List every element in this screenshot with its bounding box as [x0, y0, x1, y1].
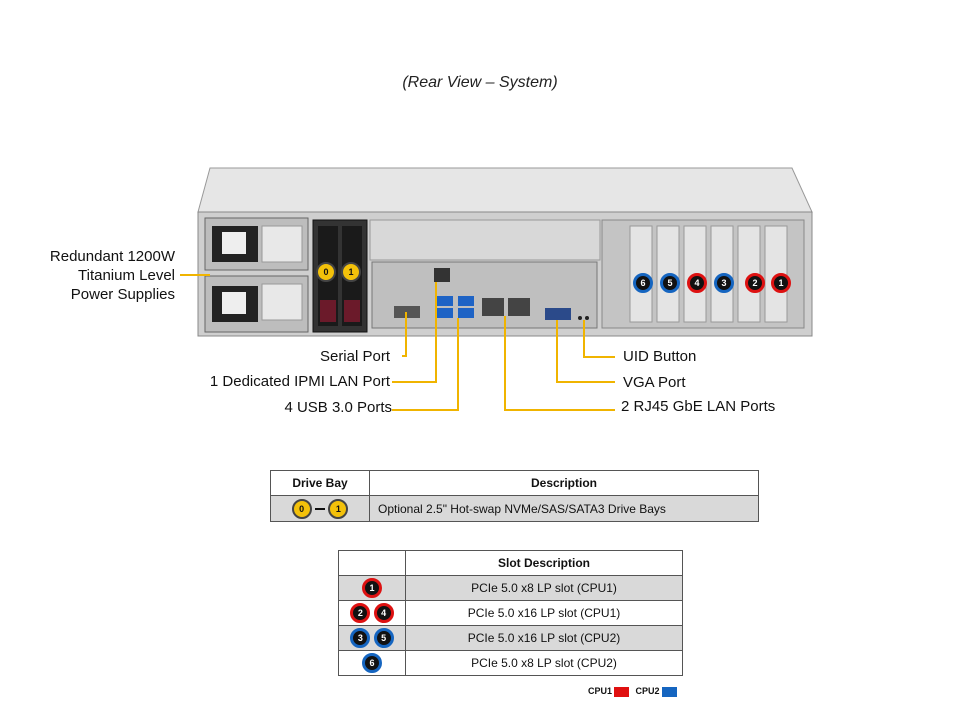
table-row: 3 5 PCIe 5.0 x16 LP slot (CPU2)	[338, 625, 683, 651]
legend-cpu2-swatch	[661, 686, 677, 697]
slot-badge-3: 3	[714, 273, 734, 293]
slot-badge-6: 6	[633, 273, 653, 293]
legend-cpu1-swatch	[614, 686, 630, 697]
slot-badge-1: 1	[771, 273, 791, 293]
slot-row-text: PCIe 5.0 x16 LP slot (CPU2)	[405, 625, 683, 651]
drive-bay-badge-1: 1	[341, 262, 361, 282]
view-caption: (Rear View – System)	[402, 74, 558, 91]
table-row: 6 PCIe 5.0 x8 LP slot (CPU2)	[338, 650, 683, 676]
slot-badge-4: 4	[687, 273, 707, 293]
slot-row-badge: 1	[362, 578, 382, 598]
slot-row-badge: 2	[350, 603, 371, 623]
vga-port-callout: VGA Port	[623, 374, 686, 391]
psu-callout: Redundant 1200W Titanium Level Power Sup…	[49, 248, 175, 303]
table-row: 2 4 PCIe 5.0 x16 LP slot (CPU1)	[338, 600, 683, 626]
drive-table-badge-0: 0	[291, 498, 312, 519]
slot-row-text: PCIe 5.0 x8 LP slot (CPU1)	[405, 575, 683, 601]
range-dash	[315, 507, 325, 510]
legend-cpu2-label: CPU2	[635, 686, 660, 696]
uid-button-callout: UID Button	[623, 348, 697, 365]
slot-badge-5: 5	[660, 273, 680, 293]
slot-badge-header	[338, 550, 406, 576]
usb-ports-callout: 4 USB 3.0 Ports	[284, 399, 392, 416]
slot-row-badge: 6	[362, 653, 382, 673]
lan-ports-callout: 2 RJ45 GbE LAN Ports	[621, 398, 776, 415]
slot-row-text: PCIe 5.0 x8 LP slot (CPU2)	[405, 650, 683, 676]
table-row: 1 PCIe 5.0 x8 LP slot (CPU1)	[338, 575, 683, 601]
slot-row-badge: 4	[373, 603, 394, 623]
serial-port-callout: Serial Port	[319, 348, 390, 365]
slot-description-table: Slot Description 1 PCIe 5.0 x8 LP slot (…	[338, 550, 683, 676]
slot-description-header: Slot Description	[405, 550, 683, 576]
slot-row-text: PCIe 5.0 x16 LP slot (CPU1)	[405, 600, 683, 626]
callout-lines	[180, 274, 615, 411]
drive-bay-badge-0: 0	[316, 262, 336, 282]
drive-bay-table: Drive Bay Description 0 1 Optional 2.5" …	[270, 470, 759, 522]
description-header: Description	[369, 470, 759, 496]
slot-badge-2: 2	[745, 273, 765, 293]
drive-bay-description: Optional 2.5" Hot-swap NVMe/SAS/SATA3 Dr…	[369, 495, 759, 522]
slot-row-badge: 5	[373, 628, 394, 648]
drive-table-badge-1: 1	[328, 498, 349, 519]
drive-bay-badges: 0 1	[270, 495, 370, 522]
cpu-legend: CPU1 CPU2	[588, 686, 681, 697]
ipmi-lan-callout: 1 Dedicated IPMI LAN Port	[209, 373, 390, 390]
legend-cpu1-label: CPU1	[588, 686, 613, 696]
slot-row-badge: 3	[350, 628, 371, 648]
drive-bay-header: Drive Bay	[270, 470, 370, 496]
